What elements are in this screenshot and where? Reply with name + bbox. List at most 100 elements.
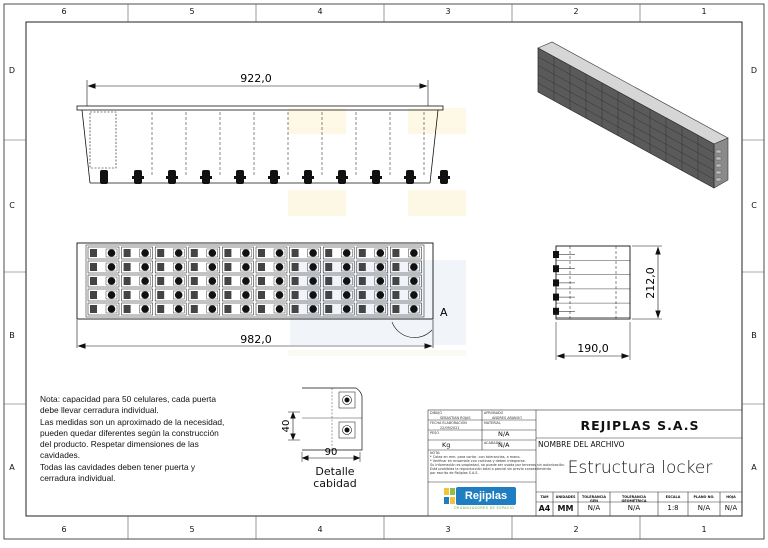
locker-door [356,246,389,260]
locker-door [121,288,153,302]
dimension-text-detail-height: 40 [281,420,292,433]
company-name: REJIPLAS S.A.S [580,418,700,433]
detail-callout-arc [391,321,433,338]
locker-door [390,302,422,316]
finish-label: ACABADO [484,441,501,445]
material-label: MATERIAL [484,421,501,425]
logo-wordmark: Rejiplas [456,487,516,505]
locker-door [188,260,221,274]
note-line: debe llevar cerradura individual. [40,405,159,416]
dimension-text-detail-width: 90 [325,447,338,458]
locker-door [222,274,254,288]
locker-door [87,246,120,260]
table-header: TAM [540,495,549,499]
zone-row-label: A [9,463,15,472]
notes-line: Su información es propiedad, no puede se… [430,463,565,467]
finish-value: N/A [498,441,510,449]
filename: Estructura locker [567,458,713,478]
locker-door [222,260,254,274]
table-header: TOLERANCIA GEN [581,495,607,503]
note-line: Todas las cavidades deben tener puerta y [40,461,196,472]
zone-row-label: B [751,331,757,340]
locker-door [222,302,254,316]
general-note: Nota: capacidad para 50 celulares, cada … [40,394,240,484]
notes-line: por escrito de Rejiplas S.A.S. [430,471,479,475]
zone-row-label: A [751,463,757,472]
table-value: N/A [587,504,601,512]
locker-door [222,288,254,302]
front-view [76,242,434,349]
locker-door [255,246,288,260]
side-view [553,245,662,360]
title-block [427,409,743,517]
filename-label: NOMBRE DEL ARCHIVO [538,440,625,449]
isometric-view [537,41,729,189]
locker-door [322,302,355,316]
detail-callout-letter: A [440,306,448,319]
dimension-text-front-width: 982,0 [240,333,272,346]
detail-label-line2: cabidad [313,477,357,490]
locker-door [255,288,288,302]
locker-door [87,260,120,274]
rejiplas-logo: Rejiplas ORGANIZADORES DE ESPACIO [444,487,524,510]
note-line: del producto. Respetar dimensiones de la… [40,439,199,450]
zone-column-label: 5 [189,525,194,534]
table-value: N/A [627,504,641,512]
zone-column-label: 1 [701,525,706,534]
detail-label: Detalle cabidad [300,466,370,490]
approved-value: ANDRES ARANGO [492,415,522,420]
logo-tagline: ORGANIZADORES DE ESPACIO [453,506,515,510]
locker-door [154,246,187,260]
notes-label: NOTA: [430,451,441,455]
locker-door [255,274,288,288]
locker-door [188,274,221,288]
zone-column-label: 6 [61,525,66,534]
table-value: A4 [538,504,551,513]
table-header: ESCALA [665,495,681,499]
dimension-text-side-height: 212,0 [644,267,657,299]
drawn-label: DIBUJÓ [430,411,443,415]
note-line: cavidades. [40,450,81,461]
note-line: pueden quedar diferentes según la constr… [40,427,219,438]
locker-door [289,260,321,274]
weight-value: Kg [442,441,451,449]
note-line: Las medidas son un aproximado de la nece… [40,416,225,427]
locker-door [255,302,288,316]
locker-door [356,302,389,316]
table-header: UNIDADES [555,495,576,499]
locker-door [121,260,153,274]
zone-column-label: 1 [701,7,706,16]
locker-door [121,246,153,260]
zone-column-label: 4 [317,525,322,534]
locker-door [289,274,321,288]
locker-door [255,260,288,274]
zone-column-label: 5 [189,7,194,16]
locker-door [188,246,221,260]
drawn-value: SEBASTIAN ROJAS [440,415,471,420]
locker-door [390,288,422,302]
zone-column-label: 4 [317,7,322,16]
locker-door [154,274,187,288]
zone-column-label: 2 [573,525,578,534]
table-header: PLANO NO. [693,495,715,499]
logo-mark-icon [444,488,455,504]
top-view [76,80,450,184]
zone-row-label: D [9,66,15,75]
locker-door [188,302,221,316]
dimension-text-top-width: 922,0 [240,72,272,85]
locker-door [390,260,422,274]
material-value: N/A [498,430,510,438]
note-line: cerradura individual. [40,473,116,484]
zone-column-label: 2 [573,7,578,16]
table-header: HOJA [726,495,736,499]
locker-door [289,246,321,260]
watermark-logo [288,108,466,356]
zone-row-label: C [9,201,15,210]
locker-door [322,260,355,274]
locker-door [390,246,422,260]
locker-door [322,288,355,302]
locker-door [356,288,389,302]
date-value: 22/09/2021 [440,425,460,430]
zone-column-label: 3 [445,525,450,534]
